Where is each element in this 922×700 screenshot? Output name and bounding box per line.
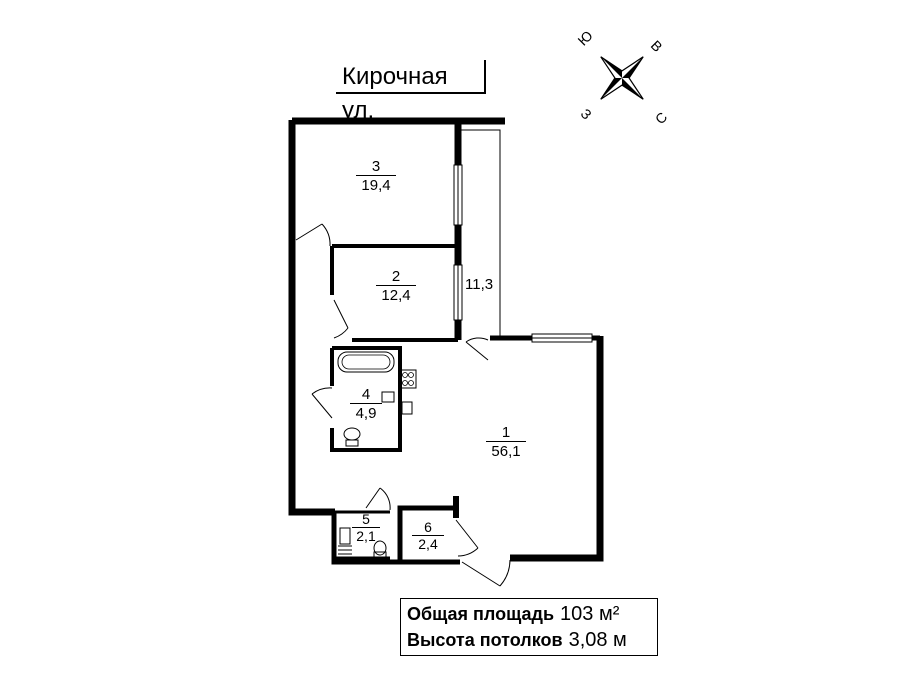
door-room2 [333,299,349,339]
sink-wc [339,527,351,545]
ceiling-height-label: Высота потолков [407,630,563,650]
room-label-2: 2 12,4 [376,268,416,304]
door-loggia [465,337,489,361]
room-label-5: 5 2,1 [352,512,380,544]
room-label-1: 1 56,1 [486,424,526,460]
room-number: 1 [501,424,511,441]
door-wc [365,487,391,511]
loggia-area-label: 11,3 [465,276,494,293]
compass-rose-icon [600,56,644,100]
outer-wall [288,120,335,516]
sink-kitchen [401,401,413,415]
street-name: Кирочная ул. [336,60,486,124]
room-area: 12,4 [376,285,416,304]
room-area: 56,1 [486,441,526,460]
room-label-4: 4 4,9 [350,386,382,422]
total-area-value: 103 м² [560,603,620,625]
room-number: 5 [362,511,370,527]
door-room3 [295,223,331,247]
room-area: 19,4 [356,175,396,194]
door-closet [455,519,479,557]
room-number: 3 [371,158,381,175]
ceiling-height-value: 3,08 м [568,629,627,651]
room-area: 2,4 [412,535,444,552]
loggia-outline [458,129,501,340]
room-area: 2,1 [352,527,380,544]
total-area-label: Общая площадь [407,604,555,624]
wall-bath [330,346,402,452]
room-number: 4 [361,386,371,403]
room-number: 6 [424,519,432,535]
sink-bath [381,391,395,403]
toilet-bath [343,427,361,441]
room-label-6: 6 2,4 [412,520,444,552]
bathtub [337,351,395,373]
stove [399,369,417,389]
room-area: 4,9 [350,403,382,422]
door-entrance [461,559,511,587]
door-bath [311,387,333,419]
outer-wall-right-main [510,336,604,562]
room-number: 2 [391,268,401,285]
room-label-3: 3 19,4 [356,158,396,194]
toilet-wc [373,540,387,556]
